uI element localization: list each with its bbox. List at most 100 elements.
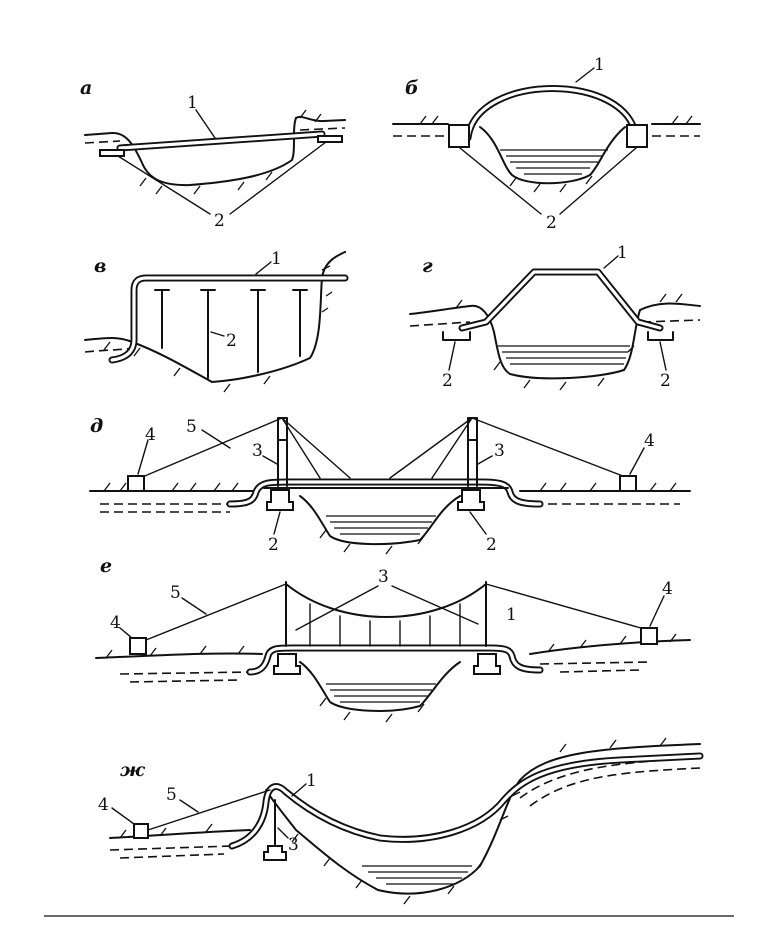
panel-d-label-3b: 3 (494, 441, 505, 461)
panel-g-water (498, 345, 630, 365)
panel-a-ground-left-dash (84, 140, 121, 144)
panel-v-label-2: 2 (226, 331, 237, 351)
panel-b-leader-1 (575, 67, 595, 83)
panel-e-label-4b: 4 (662, 579, 673, 599)
panel-d-anchor-right (619, 475, 637, 492)
panel-zh-pipe (228, 752, 704, 850)
panel-zh-leader-3 (277, 827, 289, 839)
panel-e-hangers (309, 603, 461, 647)
panel-zh-label-4: 4 (98, 795, 109, 815)
panel-g-letter: г (422, 255, 433, 277)
panel-e-anchor-right (640, 627, 658, 645)
panel-b-arch-pipe (464, 85, 640, 142)
panel-a-support-left (99, 149, 125, 157)
panel-g-ground-right (639, 302, 701, 311)
panel-a-label-1: 1 (187, 93, 198, 113)
panel-e-anchor-left (129, 637, 147, 655)
panel-g-leader-2a (448, 341, 456, 371)
panel-d-water (326, 515, 436, 535)
panel-zh-water (362, 865, 472, 885)
panel-zh-label-1: 1 (306, 771, 317, 791)
panel-zh-label-3: 3 (288, 835, 299, 855)
panel-e-backstays (145, 583, 649, 641)
panel-b-water (500, 149, 608, 175)
panel-v-leader-2 (210, 331, 225, 337)
panel-v-leader-1 (255, 261, 272, 275)
panel-d-label-5: 5 (186, 417, 197, 437)
panel-v-posts (161, 289, 301, 379)
panel-a-ground-right-dash (299, 127, 346, 131)
panel-zh-ground-right-dash (519, 757, 701, 807)
panel-b-leader-2a (459, 147, 542, 215)
panel-zh-label-5: 5 (166, 785, 177, 805)
panel-v-ravine (131, 251, 346, 383)
panel-d-cables (139, 417, 629, 479)
panel-g-pipe (458, 268, 664, 332)
panel-e-letter: е (100, 555, 112, 577)
panel-e-leader-3a (295, 585, 379, 631)
panel-e-hatching (105, 633, 677, 723)
panel-g-support-left (442, 331, 471, 341)
panel-e-leader-4a (119, 627, 133, 639)
panel-g-label-2a: 2 (442, 371, 453, 391)
panel-d-support-right (457, 489, 485, 511)
panel-e-label-4a: 4 (110, 613, 121, 633)
panel-b-leader-2b (559, 147, 637, 215)
panel-b-abutment-left (448, 124, 470, 148)
panel-e-label-5: 5 (170, 583, 181, 603)
panel-d-leader-3b (477, 455, 493, 465)
panel-a: а 1 2 (80, 77, 346, 231)
panel-g-ground-left (409, 304, 495, 333)
panel-g-label-1: 1 (617, 243, 628, 263)
panel-d-leader-5 (201, 429, 231, 449)
panel-a-support-right (317, 135, 343, 143)
panel-d-label-2b: 2 (486, 535, 497, 555)
panel-v-ground-left (84, 337, 133, 343)
panel-d-ground-left-dash (100, 503, 240, 513)
panel-e: е 3 5 4 1 4 (95, 555, 691, 723)
panel-d-label-4b: 4 (644, 431, 655, 451)
panel-g-ravine (493, 309, 641, 380)
panel-b: б 1 2 (392, 55, 701, 233)
panel-e-leader-5 (181, 597, 207, 615)
panel-d-leader-2b (469, 511, 487, 535)
panel-v-letter: в (94, 255, 106, 277)
panel-d-support-left (266, 489, 294, 511)
panel-zh-support (263, 845, 287, 861)
panel-d-leader-4a (137, 439, 149, 475)
panel-zh-anchor (133, 823, 149, 839)
panel-b-ravine (479, 126, 626, 185)
panel-d-letter: д (90, 415, 103, 437)
panel-d: д 4 5 3 3 4 2 2 (89, 415, 691, 555)
panel-g-hatching (455, 293, 683, 391)
panel-b-hatching (419, 115, 693, 193)
panel-g-support-right (647, 331, 674, 341)
panel-zh-leader-4 (111, 807, 135, 825)
panel-e-ground-right (529, 639, 691, 655)
panel-d-pylon-left (277, 417, 288, 487)
panel-zh-ground-left (109, 829, 251, 839)
panel-zh-ravine (265, 743, 701, 895)
panel-e-ground-left (95, 652, 263, 659)
panel-a-leader-2a (117, 155, 211, 215)
panel-e-main-cable (285, 583, 487, 618)
panel-d-ravine (299, 495, 461, 546)
panel-g-leader-1 (603, 255, 619, 269)
panel-g-label-2b: 2 (660, 371, 671, 391)
panel-zh-ground-left-dash (109, 845, 233, 859)
panel-e-support-right (473, 653, 501, 675)
panel-v-label-1: 1 (271, 249, 282, 269)
panel-d-anchor-left (127, 475, 145, 492)
panel-e-support-left (273, 653, 301, 675)
panel-e-label-1: 1 (506, 605, 517, 625)
panel-a-label-2: 2 (214, 211, 225, 231)
panel-a-hatching (139, 109, 322, 195)
panel-g-ground-left-dash (409, 321, 471, 327)
panel-e-ground-left-dash (119, 671, 251, 683)
panel-v: в 1 2 (84, 249, 349, 393)
panel-a-ravine (142, 117, 297, 187)
panel-b-label-1: 1 (594, 55, 605, 75)
panel-d-label-3a: 3 (252, 441, 263, 461)
panel-d-label-4a: 4 (145, 425, 156, 445)
